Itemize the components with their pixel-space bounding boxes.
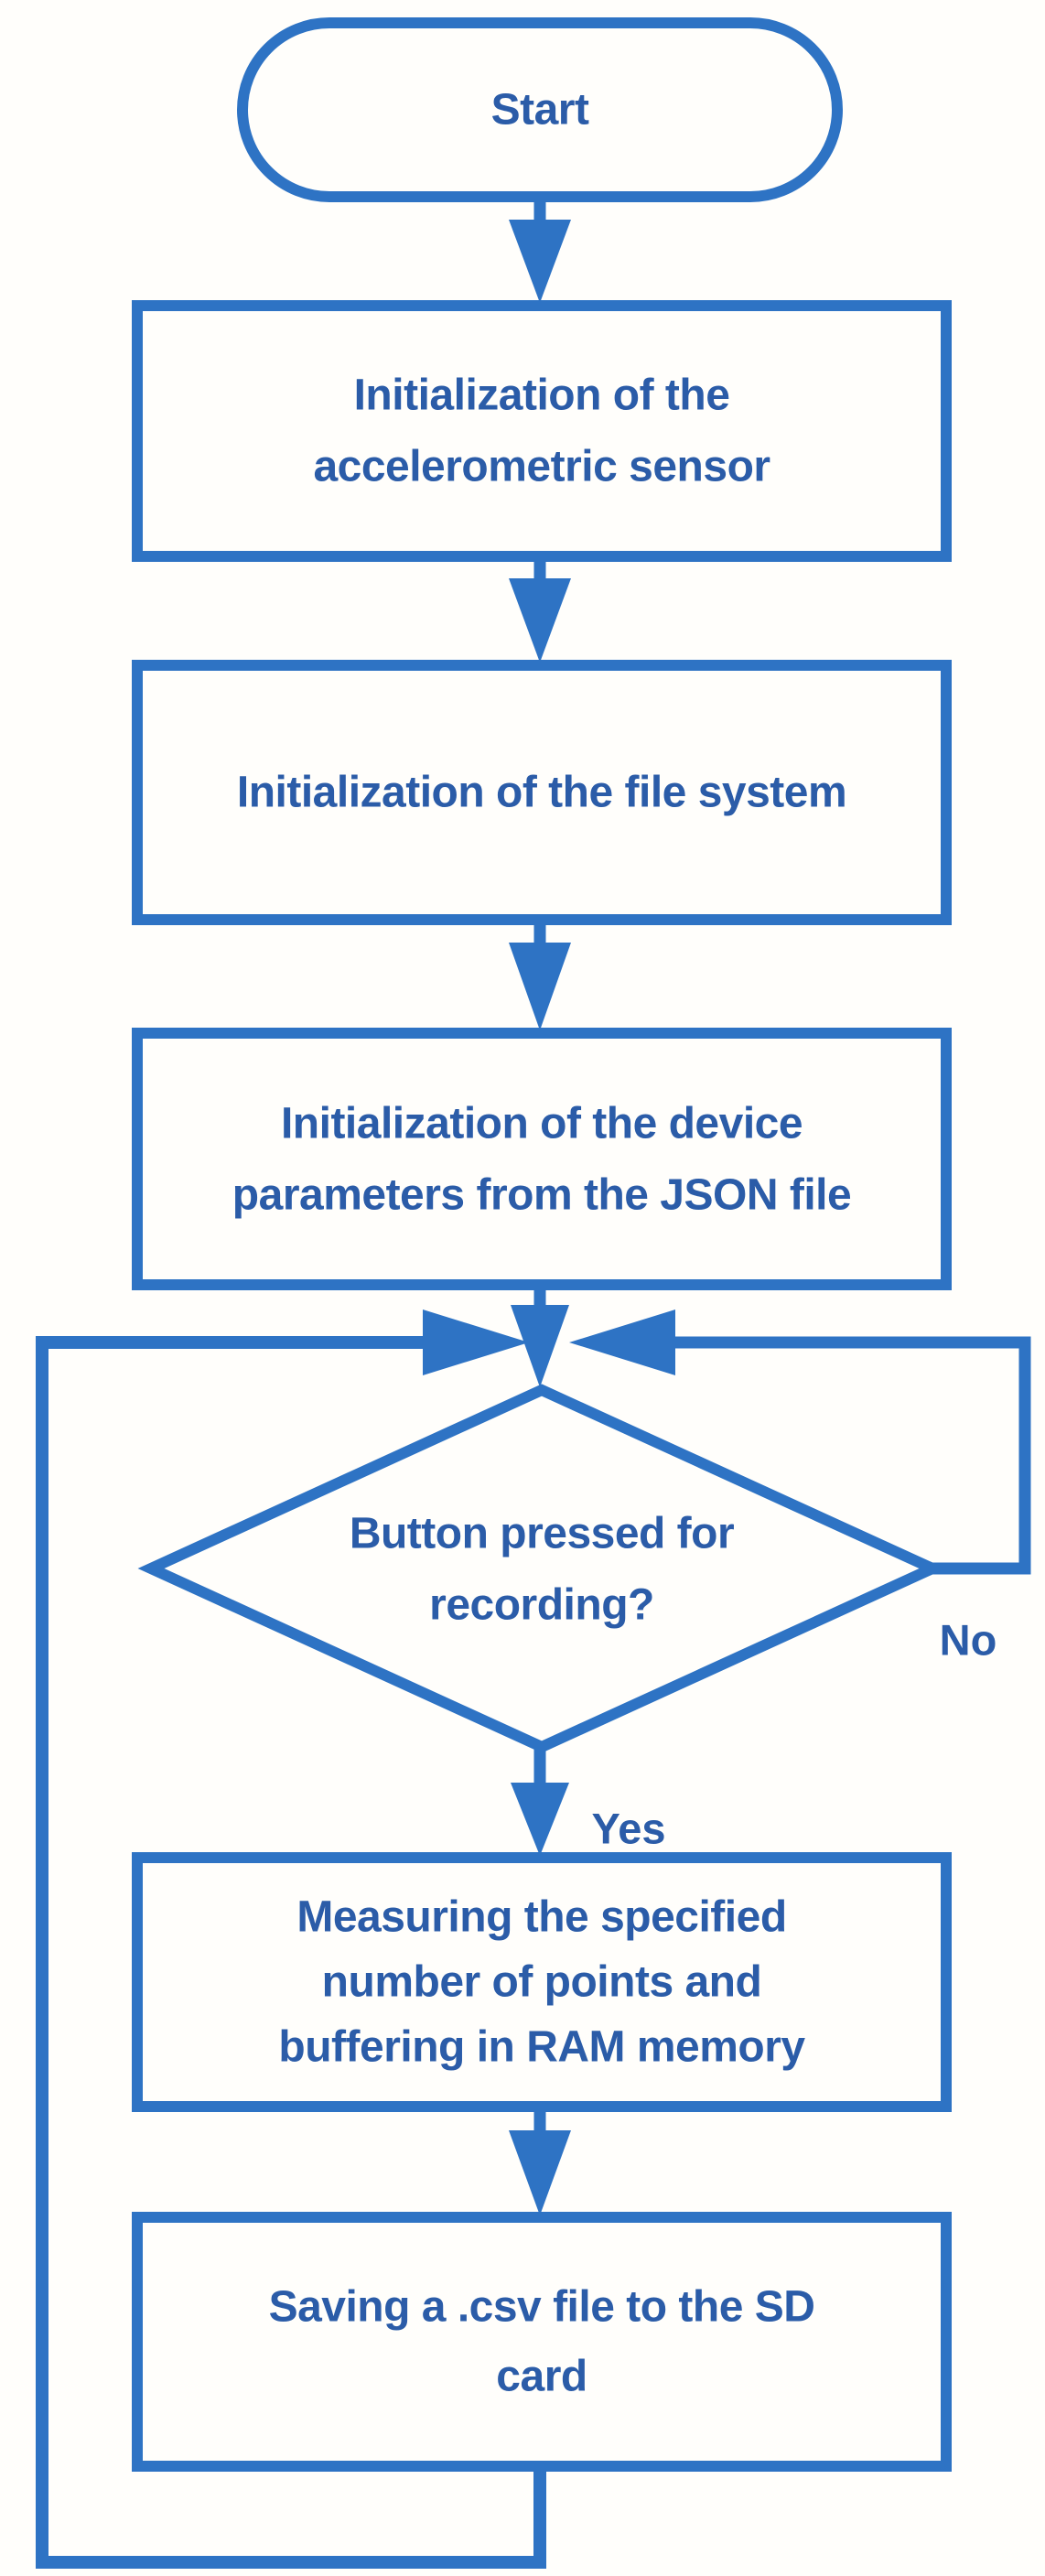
arrow-init-filesystem-to-init-params <box>509 918 571 1030</box>
no-loop-connector <box>569 1310 1031 1575</box>
decision-label-line1: Button pressed for <box>350 1510 734 1558</box>
process-init-params-label-line2: parameters from the JSON file <box>232 1171 851 1220</box>
process-save-csv <box>132 2212 952 2472</box>
arrowhead-left-icon <box>569 1310 675 1375</box>
process-measure-label-line2: number of points and <box>322 1958 762 2007</box>
return-loop-connector <box>36 1310 546 2569</box>
arrow-init-sensor-to-init-filesystem <box>509 555 571 663</box>
terminator-start-label: Start <box>491 86 589 135</box>
arrow-start-to-init-sensor <box>509 194 571 303</box>
process-init-sensor-label-line2: accelerometric sensor <box>313 443 770 491</box>
arrow-decision-to-measure <box>511 1745 569 1856</box>
process-measure-label-line3: buffering in RAM memory <box>278 2023 805 2072</box>
decision-button-pressed <box>137 1384 946 1753</box>
arrowhead-down-icon <box>511 1783 569 1856</box>
process-init-params <box>132 1028 952 1290</box>
process-save-csv-label-line2: card <box>496 2353 587 2401</box>
arrow-measure-to-save <box>509 2105 571 2215</box>
arrowhead-down-icon <box>509 578 571 663</box>
arrow-init-params-to-decision <box>511 1283 569 1387</box>
no-label: No <box>940 1616 997 1665</box>
arrowhead-down-icon <box>511 1305 569 1387</box>
yes-label: Yes <box>591 1805 665 1853</box>
arrowhead-down-icon <box>509 2130 571 2215</box>
arrowhead-down-icon <box>509 943 571 1030</box>
process-init-sensor-label-line1: Initialization of the <box>354 372 730 420</box>
arrowhead-right-icon <box>423 1310 529 1375</box>
arrowhead-down-icon <box>509 220 571 303</box>
process-init-params-label-line1: Initialization of the device <box>281 1100 803 1148</box>
process-save-csv-label-line1: Saving a .csv file to the SD <box>269 2283 815 2332</box>
decision-label-line2: recording? <box>429 1581 654 1630</box>
process-init-sensor <box>132 300 952 562</box>
process-init-filesystem-label: Initialization of the file system <box>237 769 846 817</box>
process-measure-label-line1: Measuring the specified <box>296 1893 786 1942</box>
